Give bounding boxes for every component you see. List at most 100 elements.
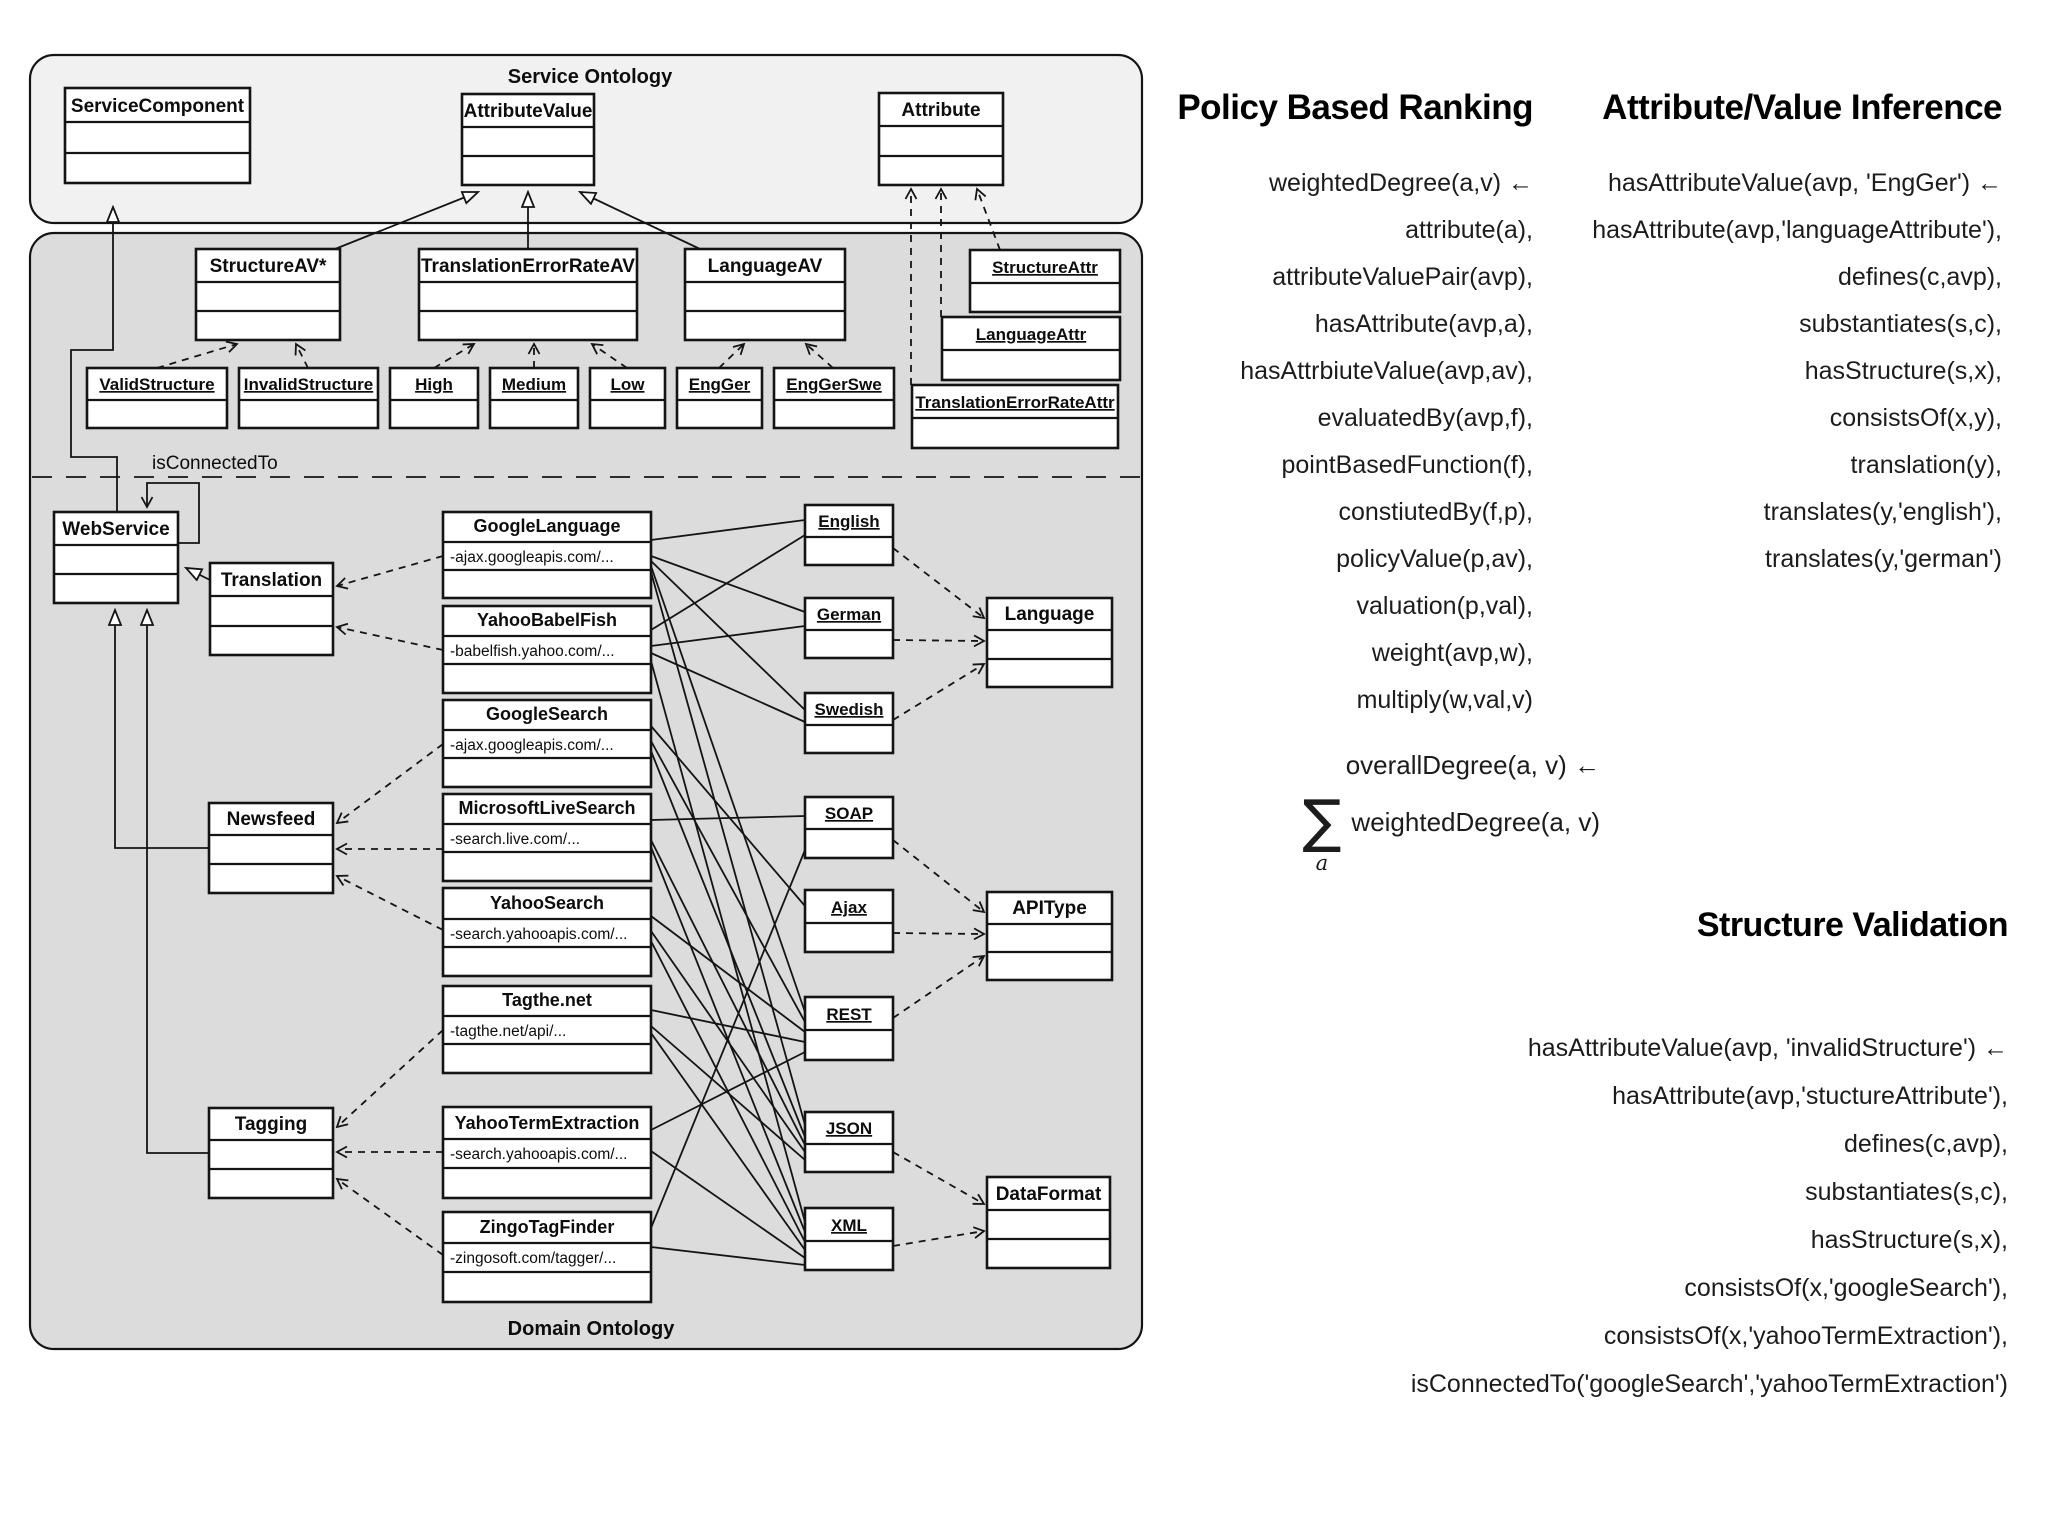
edge-tagthe-net-to-xml [650, 1032, 806, 1251]
rule-line: hasAttribute(avp,'stuctureAttribute'), [1612, 1082, 2008, 1110]
node-box [441, 984, 653, 1075]
node-url: -search.yahooapis.com/... [450, 926, 627, 943]
node-label: Low [611, 375, 646, 394]
node-url: -babelfish.yahoo.com/... [450, 643, 615, 660]
node-tagthe-net: Tagthe.net-tagthe.net/api/... [441, 984, 653, 1075]
node-rest: REST [803, 995, 895, 1062]
rule-line: hasAttributeValue(avp, 'EngGer') ← [1608, 169, 2002, 197]
edge-yahoo-term-extraction-to-xml [650, 1150, 806, 1259]
node-url: -tagthe.net/api/... [450, 1023, 566, 1040]
edge-zingo-tag-finder-to-soap [650, 849, 806, 1229]
node-translation: Translation [208, 561, 335, 657]
node-label: XML [831, 1216, 867, 1235]
node-box [85, 366, 229, 430]
edge-microsoft-live-search-to-soap [650, 815, 806, 821]
node-box [803, 795, 895, 860]
edge-yahoo-search-to-rest [650, 915, 806, 1033]
rule-line: isConnectedTo('googleSearch','yahooTermE… [1410, 1370, 2008, 1398]
rule-line: policyValue(p,av), [1336, 545, 1533, 573]
is-connected-to-label: isConnectedTo [152, 453, 278, 474]
node-label: Newsfeed [227, 809, 316, 830]
node-german: German [803, 596, 895, 660]
node-swedish: Swedish [803, 691, 895, 755]
edge-english-to-language [892, 547, 986, 620]
rule-line: hasAttribute(avp,'languageAttribute'), [1592, 216, 2002, 244]
rule-line: weight(avp,w), [1371, 639, 1533, 667]
edge-xml-to-data-format [892, 1226, 986, 1247]
node-box [237, 366, 380, 430]
edge-web-service-to-service-component [70, 207, 117, 512]
node-label: MicrosoftLiveSearch [458, 798, 635, 818]
edge-ajax-to-api-type [892, 927, 986, 941]
node-box [441, 698, 653, 789]
edge-google-language-to-german [650, 555, 806, 613]
node-box [675, 366, 764, 430]
container-label-service-ontology: Service Ontology [508, 66, 673, 88]
edge-rest-to-api-type [892, 954, 986, 1019]
sigma-subscript: a [1315, 851, 1329, 875]
node-label: EngGer [689, 375, 751, 394]
rule-line: hasStructure(s,x), [1804, 357, 2002, 385]
node-label: TranslationErrorRateAV [421, 256, 635, 277]
rule-line: hasAttrbiuteValue(avp,av), [1240, 357, 1533, 385]
edge-german-to-language [892, 634, 986, 648]
rule-line: translates(y,'german') [1765, 545, 2002, 573]
edge-google-search-to-rest [650, 740, 806, 1023]
node-box [803, 1110, 895, 1174]
node-json: JSON [803, 1110, 895, 1174]
edge-google-search-to-json [650, 750, 806, 1138]
rule-line: weightedDegree(a,v) ← [1268, 169, 1533, 197]
node-api-type: APIType [985, 890, 1114, 982]
node-label: JSON [826, 1119, 872, 1138]
container-label-domain-ontology: Domain Ontology [508, 1318, 676, 1340]
rule-line: translation(y), [1850, 451, 2002, 479]
node-label: LanguageAttr [976, 325, 1087, 344]
edges-layer [32, 187, 1140, 1266]
rule-line: multiply(w,val,v) [1356, 686, 1533, 714]
node-label: Swedish [815, 700, 884, 719]
node-box [803, 691, 895, 755]
node-url: -ajax.googleapis.com/... [450, 549, 614, 566]
node-label: English [818, 512, 879, 531]
node-box [441, 1210, 653, 1304]
node-box [63, 86, 252, 185]
rule-line: hasStructure(s,x), [1810, 1226, 2008, 1254]
labels-layer: isConnectedTo [152, 453, 278, 474]
node-soap: SOAP [803, 795, 895, 860]
node-label: Translation [221, 570, 322, 591]
node-box [208, 561, 335, 657]
node-english: English [803, 503, 895, 567]
rule-line: defines(c,avp), [1844, 1130, 2008, 1158]
edge-google-search-to-newsfeed [335, 743, 444, 825]
rule-line: consistsOf(x,'googleSearch'), [1684, 1274, 2008, 1302]
edge-json-to-data-format [892, 1151, 986, 1205]
node-box [803, 503, 895, 567]
node-box [460, 92, 596, 187]
attribute-value-inference-rules: hasAttributeValue(avp, 'EngGer') ← hasAtt… [1460, 160, 2002, 583]
node-xml: XML [803, 1206, 895, 1272]
rule-line: hasAttributeValue(avp, 'invalidStructure… [1527, 1034, 2008, 1062]
node-box [207, 1106, 335, 1200]
node-box [803, 888, 895, 954]
rule-line: consistsOf(x,'yahooTermExtraction'), [1603, 1322, 2008, 1350]
edge-yahoo-term-extraction-to-rest [650, 1051, 806, 1131]
node-box [772, 366, 896, 430]
edge-yahoo-search-to-json [650, 930, 806, 1153]
rule-line: evaluatedBy(avp,f), [1317, 404, 1533, 432]
node-box [968, 248, 1122, 314]
node-yahoo-babelfish: YahooBabelFish -babelfish.yahoo.com/... [441, 604, 653, 695]
node-newsfeed: Newsfeed [207, 801, 335, 895]
node-label: ServiceComponent [71, 96, 245, 117]
edge-tagthe-net-to-tagging [335, 1029, 444, 1129]
node-eng-ger: EngGer [675, 366, 764, 430]
edge-tagthe-net-to-json [650, 1025, 806, 1161]
edge-microsoft-live-search-to-json [650, 839, 806, 1146]
node-box [441, 886, 653, 978]
rule-line: constiutedBy(f,p), [1338, 498, 1533, 526]
node-low: Low [588, 366, 667, 430]
structure-validation-title: Structure Validation [1696, 906, 2009, 944]
edge-yahoo-search-to-newsfeed [335, 874, 444, 931]
node-label: YahooBabelFish [477, 610, 617, 630]
